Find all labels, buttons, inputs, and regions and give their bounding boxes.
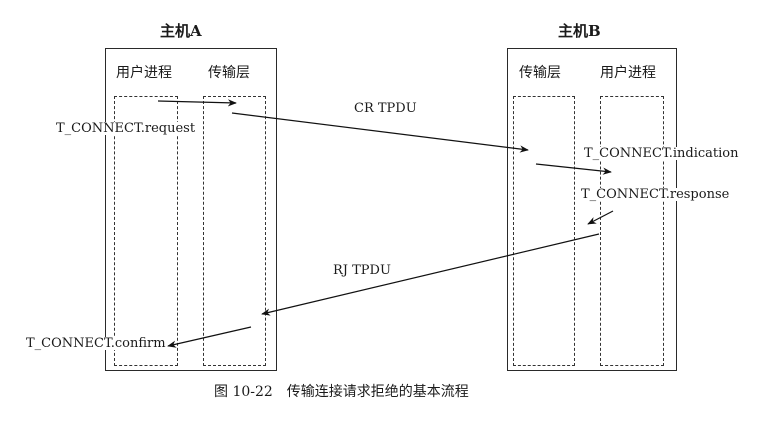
host-b-transport-layer-lane <box>513 96 575 366</box>
confirm-arrow <box>167 326 252 348</box>
host-b-user-process-lane <box>600 96 664 366</box>
cr-tpdu-label: CR TPDU <box>354 101 417 116</box>
cr-tpdu-arrow <box>231 112 529 153</box>
host-b-user-process-label: 用户进程 <box>600 65 656 81</box>
host-a-transport-layer-label: 传输层 <box>208 65 250 81</box>
primitive-request: T_CONNECT.request <box>55 121 197 136</box>
host-a-title: 主机A <box>160 22 202 40</box>
primitive-response: T_CONNECT.response <box>580 187 731 202</box>
response-arrow <box>587 210 614 225</box>
host-a-user-process-lane <box>114 96 178 366</box>
indication-arrow <box>535 163 612 175</box>
primitive-indication: T_CONNECT.indication <box>583 146 740 161</box>
figure-caption: 图 10-22 传输连接请求拒绝的基本流程 <box>214 384 469 400</box>
rj-tpdu-arrow <box>261 233 600 316</box>
host-b-title: 主机B <box>558 22 601 40</box>
host-b-transport-layer-label: 传输层 <box>519 65 561 81</box>
host-a-transport-layer-lane <box>203 96 266 366</box>
rj-tpdu-label: RJ TPDU <box>333 263 391 278</box>
request-arrow <box>157 99 237 107</box>
host-b-box <box>507 48 677 371</box>
host-a-user-process-label: 用户进程 <box>116 65 172 81</box>
primitive-confirm: T_CONNECT.confirm <box>25 336 167 351</box>
host-a-box <box>105 48 277 371</box>
